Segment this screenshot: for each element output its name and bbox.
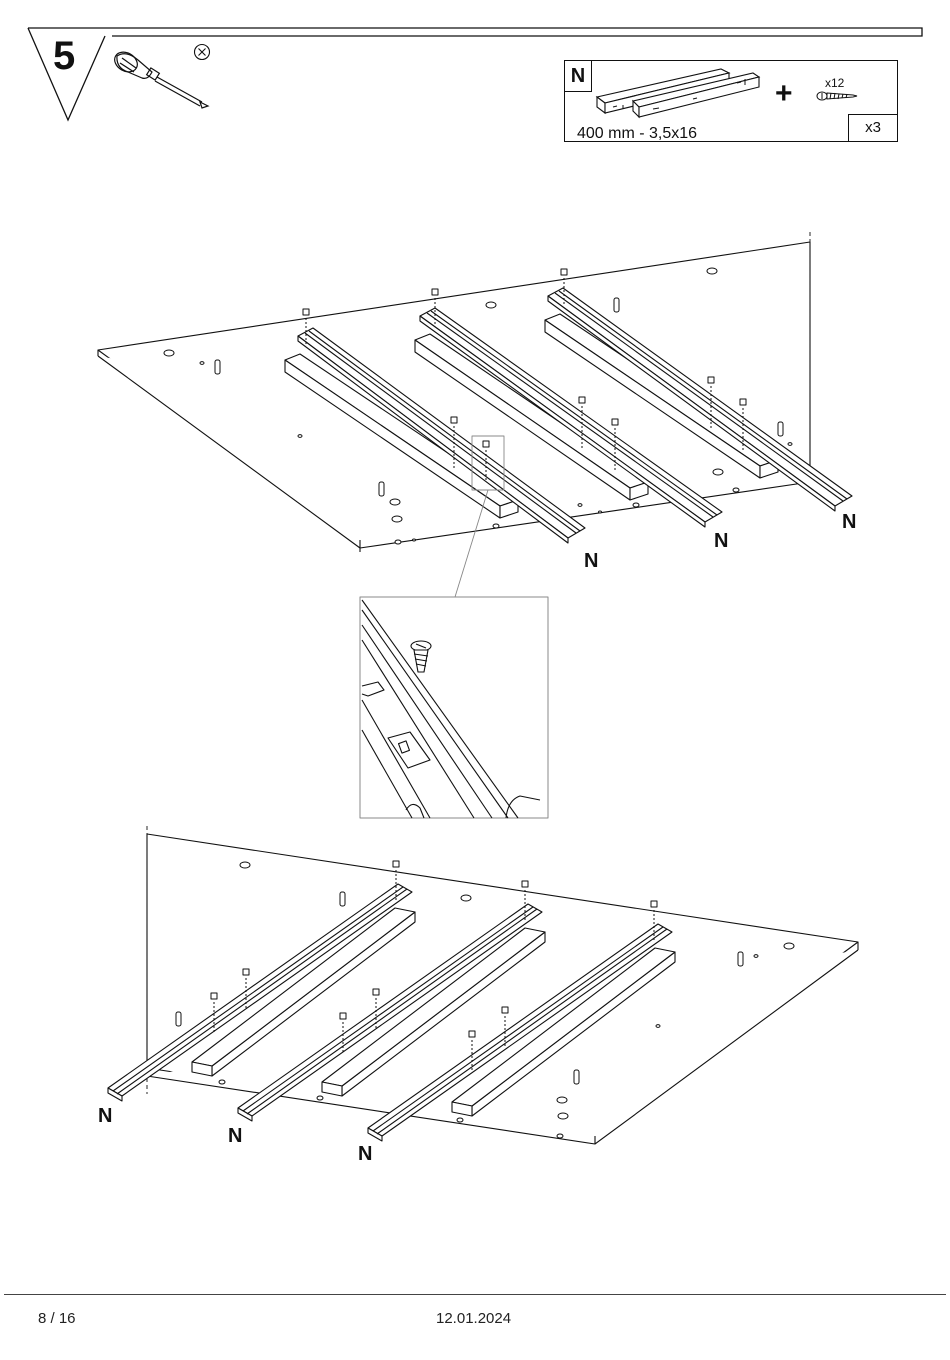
assembly-illustration [0, 0, 950, 1290]
slide-label-top-1: N [584, 551, 598, 571]
document-date: 12.01.2024 [436, 1310, 511, 1327]
footer-divider [4, 1294, 946, 1295]
slide-label-top-3: N [842, 512, 856, 532]
slide-label-bottom-1: N [98, 1106, 112, 1126]
page-number: 8 / 16 [38, 1310, 76, 1327]
slide-label-top-2: N [714, 531, 728, 551]
slide-label-bottom-3: N [358, 1144, 372, 1164]
slide-label-bottom-2: N [228, 1126, 242, 1146]
detail-inset [360, 597, 548, 818]
